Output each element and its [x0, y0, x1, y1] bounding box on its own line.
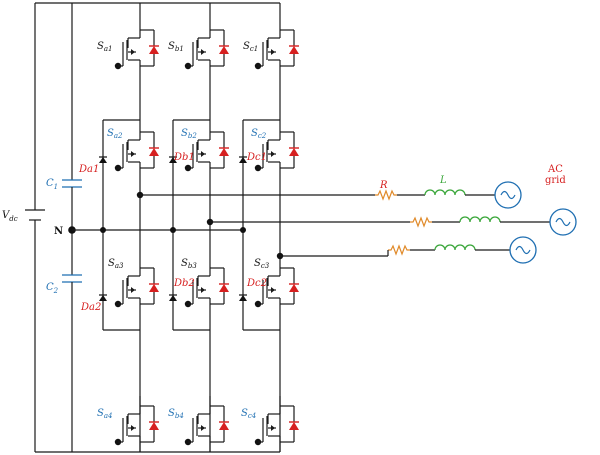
- label-sb2: Sb2: [181, 128, 197, 140]
- ac-grid-label-line2: grid: [545, 175, 566, 186]
- label-da1: Da1: [78, 164, 99, 175]
- capacitor-c2: [62, 274, 82, 283]
- clamp-diode-dc1: [238, 156, 248, 164]
- switch-sb4: [184, 395, 230, 453]
- switch-sc1: [254, 19, 300, 77]
- label-sc3: Sc3: [254, 258, 270, 270]
- label-dc1: Dc1: [246, 152, 267, 163]
- clamp-diode-da2: [98, 294, 108, 302]
- ac-source-a: [494, 181, 522, 209]
- switch-sc2: [254, 121, 300, 179]
- ac-grid-label-line1: AC: [547, 164, 563, 175]
- switch-sc4: [254, 395, 300, 453]
- label-db2: Db2: [173, 278, 195, 289]
- dc-source: [25, 200, 45, 230]
- vdc-label: Vdc: [2, 210, 18, 223]
- label-sc1: Sc1: [243, 41, 258, 53]
- capacitor-c1: [62, 179, 82, 188]
- switch-sa2: [114, 121, 160, 179]
- l-label: L: [439, 175, 447, 186]
- label-sa1: Sa1: [97, 41, 113, 53]
- resistor-r-c: [387, 245, 411, 255]
- resistor-r-a: [374, 190, 398, 200]
- clamp-diode-db2: [168, 294, 178, 302]
- label-da2: Da2: [80, 302, 101, 313]
- resistor-r-b: [409, 217, 433, 227]
- c1-label: C1: [46, 178, 58, 191]
- label-sb3: Sb3: [181, 258, 197, 270]
- label-dc2: Dc2: [246, 278, 267, 289]
- inductor-l-c: [434, 244, 476, 251]
- label-sa4: Sa4: [97, 408, 113, 420]
- label-sc2: Sc2: [251, 128, 267, 140]
- clamp-diode-dc2: [238, 294, 248, 302]
- r-label: R: [379, 180, 388, 191]
- c2-label: C2: [46, 282, 59, 295]
- neutral-label: N: [54, 226, 63, 237]
- label-sb1: Sb1: [168, 41, 184, 53]
- label-sb4: Sb4: [168, 408, 184, 420]
- ac-source-b: [549, 208, 577, 236]
- switch-sb1: [184, 19, 230, 77]
- label-db1: Db1: [173, 152, 195, 163]
- inductor-l-b: [459, 216, 501, 223]
- label-sc4: Sc4: [241, 408, 256, 420]
- clamp-diode-da1: [98, 156, 108, 164]
- inductor-l-a: [424, 189, 466, 196]
- label-sa2: Sa2: [107, 128, 123, 140]
- switch-sb2: [184, 121, 230, 179]
- label-sa3: Sa3: [108, 258, 124, 270]
- switch-sa4: [114, 395, 160, 453]
- switch-sa1: [114, 19, 160, 77]
- ac-source-c: [509, 236, 537, 264]
